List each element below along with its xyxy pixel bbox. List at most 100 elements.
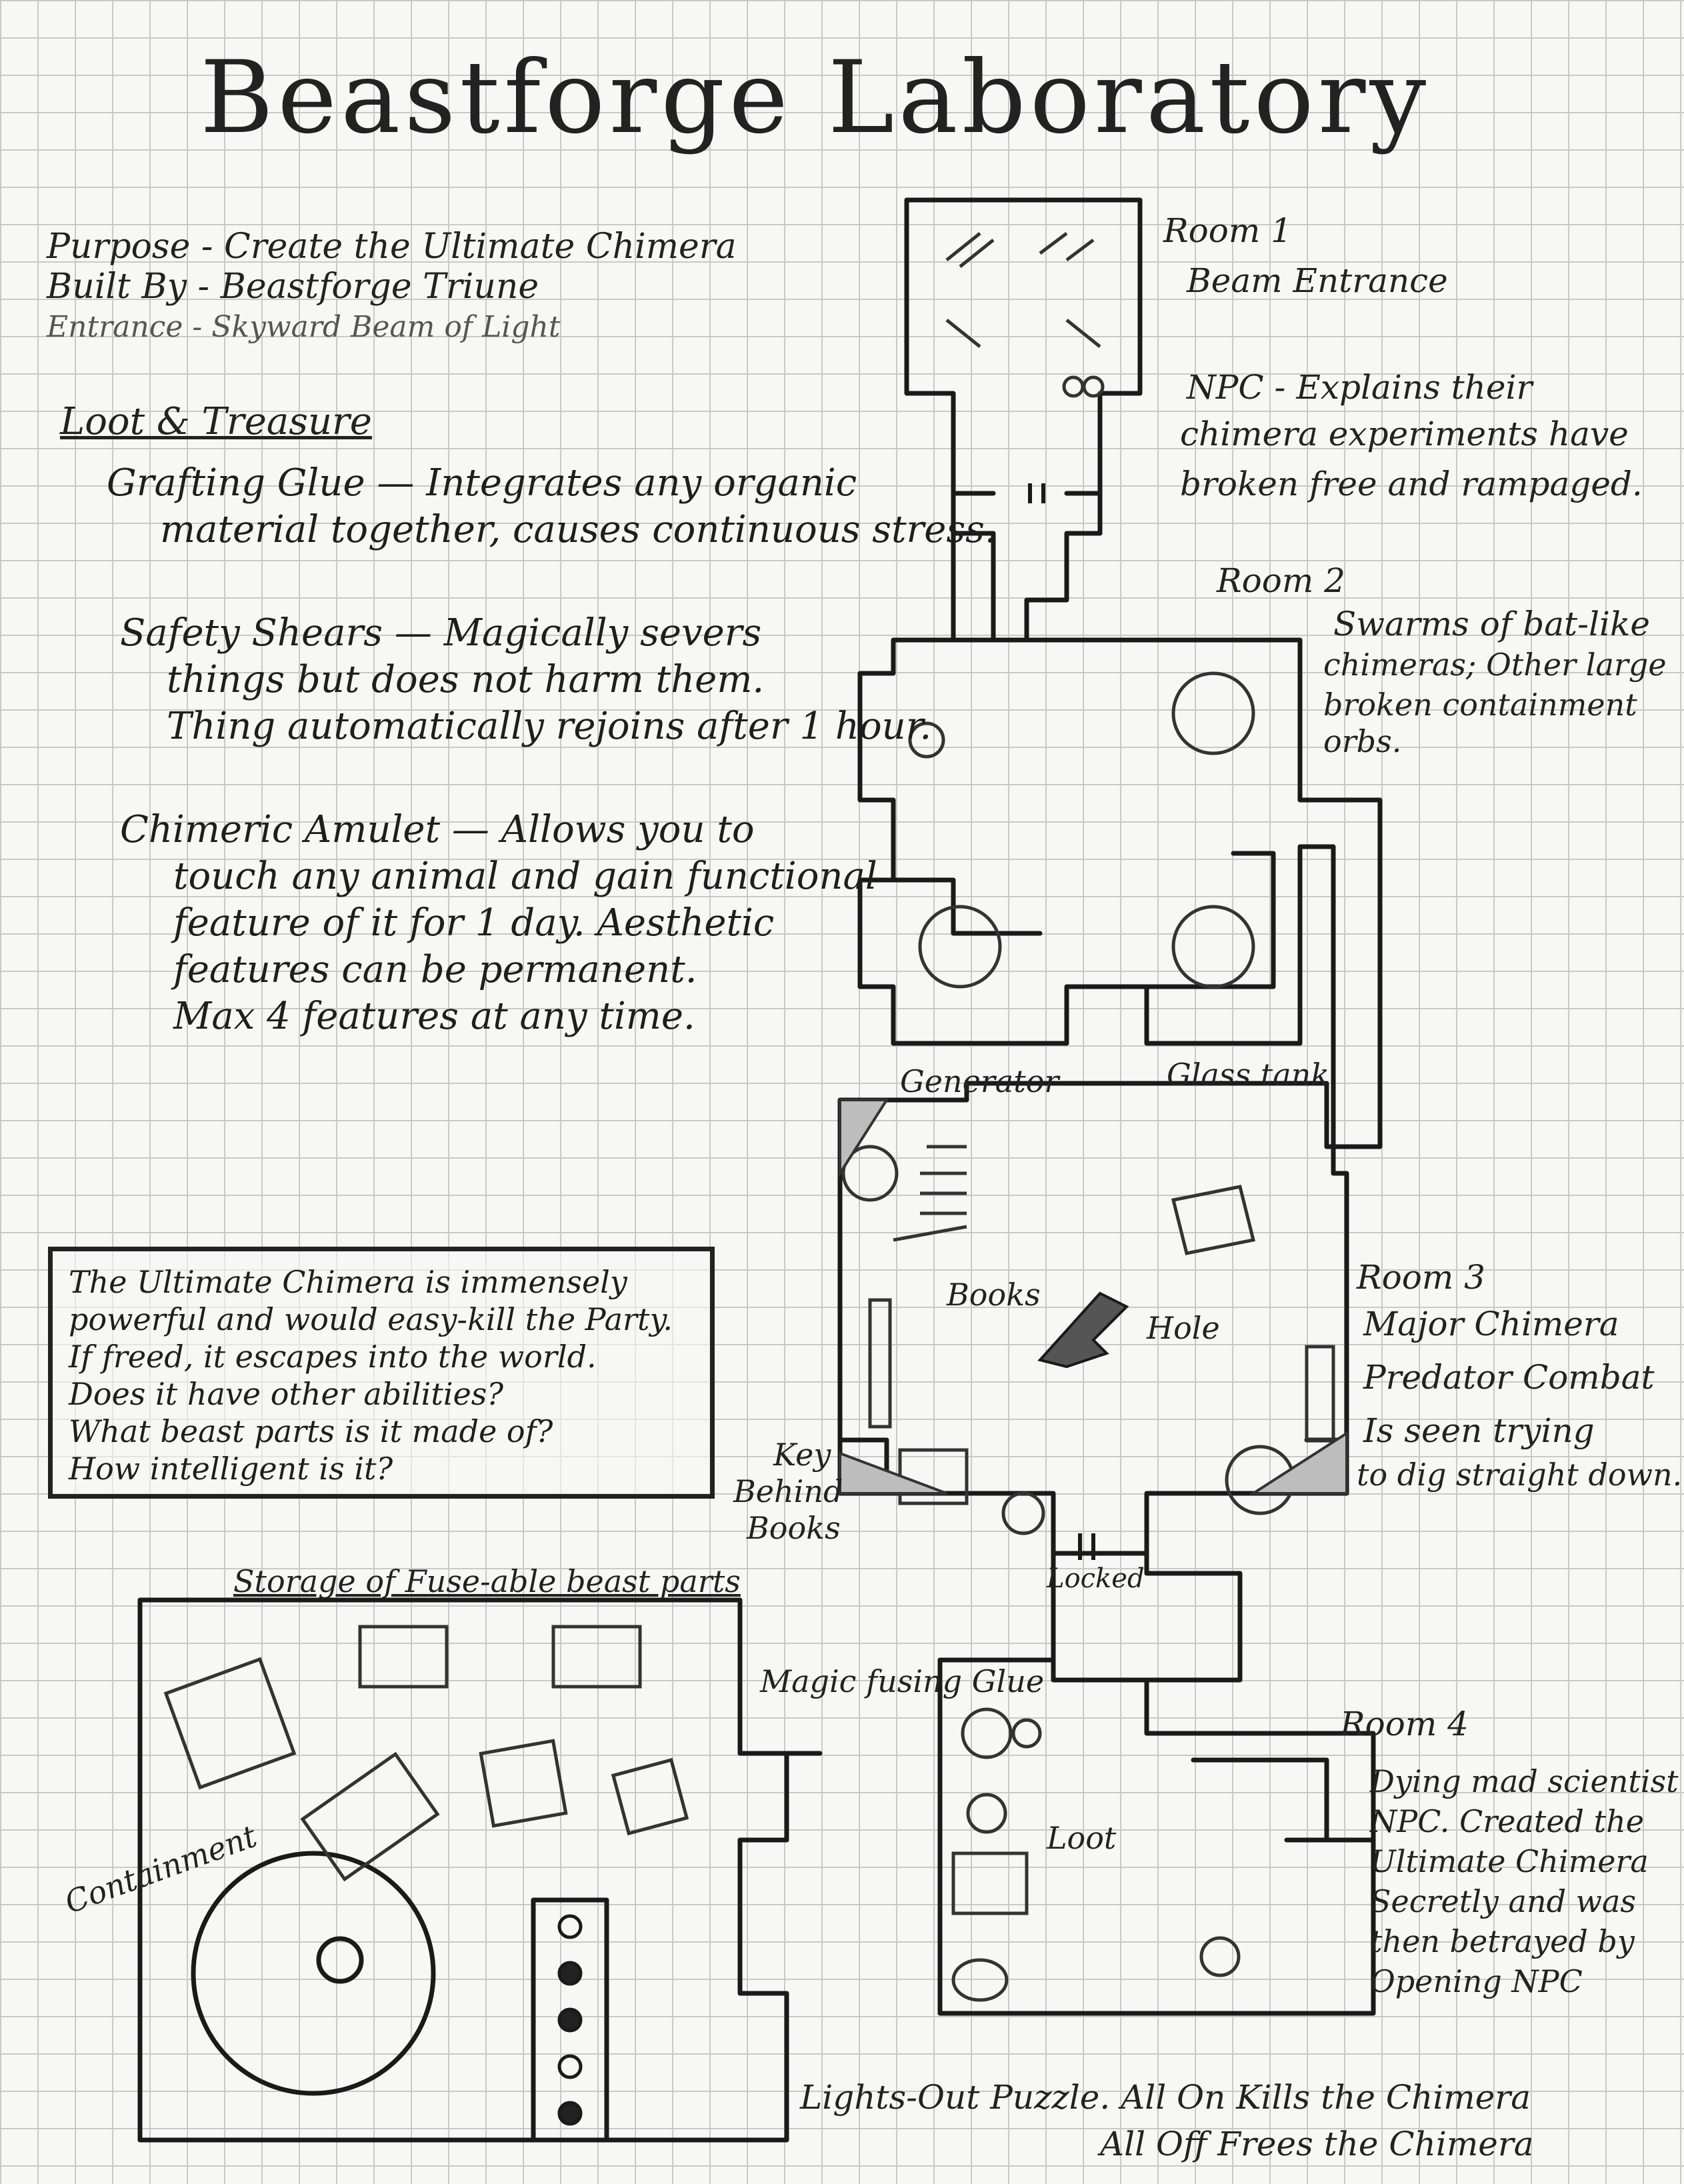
loot-item-grafting-glue: Grafting Glue — Integrates any organic m… [107,460,997,553]
label-key: Books [747,1510,841,1546]
loot-chest [951,1851,1029,1915]
room4-barrel-2 [1011,1718,1042,1749]
loot-line: Grafting Glue — Integrates any organic [107,461,857,505]
meta-purpose: Purpose - Create the Ultimate Chimera [47,227,737,267]
meta-entrance: Entrance - Skyward Beam of Light [47,310,561,344]
generator-coil [893,1145,967,1242]
storage-room-walls [137,1597,789,2143]
room3-line: Is seen trying [1363,1411,1595,1450]
room4-barrel-1 [961,1707,1013,1759]
label-generator: Generator [900,1063,1059,1099]
lights-out-lamp[interactable] [557,1914,583,1939]
label-lights-out-1: Lights-Out Puzzle. All On Kills the Chim… [800,2078,1531,2117]
bookshelf [868,1298,892,1429]
room1-line: Beam Entrance [1187,261,1448,300]
lights-out-lamp[interactable] [557,2101,583,2126]
label-key: Key [773,1437,831,1473]
room4-line: Secretly and was [1370,1883,1637,1919]
label-magic-glue: Magic fusing Glue [760,1663,1045,1699]
room1-walls [904,197,1143,643]
loot-line: things but does not harm them. [167,658,765,701]
room2-orb-3 [1171,905,1255,989]
label-glass-tank: Glass tank [1167,1057,1330,1093]
question-line: powerful and would easy-kill the Party. [69,1301,673,1337]
room4-walls [937,1657,1376,2016]
gm-questions-box: The Ultimate Chimera is immensely powerf… [48,1247,715,1499]
label-locked: Locked [1047,1563,1145,1594]
room3-boulder-1 [1001,1491,1045,1535]
crate-4 [300,1751,440,1882]
room3-round-table [841,1145,899,1202]
label-key: Behind [733,1473,843,1509]
room2-line: chimeras; Other large [1323,647,1667,683]
loot-line: features can be permanent. [173,948,697,991]
lights-out-lamp[interactable] [557,2007,583,2033]
storage-corridor [737,1751,823,1843]
room2-line: broken containment [1323,687,1637,723]
label-storage: Storage of Fuse-able beast parts [233,1563,741,1599]
loot-line: feature of it for 1 day. Aesthetic [173,901,775,945]
room4-barrel-3 [966,1793,1007,1834]
room1-line: NPC - Explains their [1187,368,1533,407]
loot-item-chimeric-amulet: Chimeric Amulet — Allows you to touch an… [120,807,877,1040]
room4-line: NPC. Created the [1370,1803,1644,1839]
room4-line: Ultimate Chimera [1370,1843,1649,1879]
hole-icon [1037,1291,1129,1369]
glass-tank-shape [1171,1185,1256,1255]
question-line: How intelligent is it? [69,1451,393,1487]
room1-title: Room 1 [1163,211,1292,250]
room3-line: Predator Combat [1363,1358,1655,1397]
loot-line: Chimeric Amulet — Allows you to [120,808,755,851]
lights-out-lamps [557,1914,583,2126]
room2-line: orbs. [1323,723,1402,759]
room1-line: broken free and rampaged. [1180,465,1643,503]
containment-core [316,1936,364,1984]
room3-title: Room 3 [1357,1258,1485,1297]
room4-scientist [1199,1936,1241,1977]
label-lights-out-2: All Off Frees the Chimera [1100,2125,1534,2163]
crate-5 [479,1739,568,1828]
room2-line: Swarms of bat-like [1333,605,1650,643]
room1-line: chimera experiments have [1180,415,1629,453]
loot-line: Max 4 features at any time. [173,995,695,1038]
crate-3 [163,1657,297,1790]
room4-line: then betrayed by [1370,1923,1635,1959]
door-1-2 [1028,483,1045,503]
room2-orb-small [908,721,945,759]
containment-ring [191,1851,436,2096]
room2-title: Room 2 [1217,561,1345,600]
loot-line: Thing automatically rejoins after 1 hour… [167,705,932,748]
room4-title: Room 4 [1340,1705,1469,1743]
beam-marks [945,232,1101,348]
room4-line: Opening NPC [1370,1963,1583,1999]
room1-npc [1062,375,1085,398]
loot-line: Safety Shears — Magically severs [120,611,762,655]
page-title: Beastforge Laboratory [200,40,1431,156]
room3-wall-device [1305,1345,1335,1442]
loot-line: touch any animal and gain functional [173,855,877,898]
hatch-room3-se [1249,1431,1348,1495]
loot-item-safety-shears: Safety Shears — Magically severs things … [120,610,931,750]
room3-line: Major Chimera [1363,1305,1619,1343]
lights-out-panel [531,1897,609,2143]
room4-shelves [1191,1757,1376,1843]
corridor-1-2 [951,491,1103,643]
label-loot: Loot [1047,1820,1117,1856]
crate-2 [551,1625,642,1689]
room2-walls [857,637,1383,1149]
lights-out-lamp[interactable] [557,2054,583,2079]
question-line: What beast parts is it made of? [69,1413,553,1449]
room3-line: to dig straight down. [1357,1457,1683,1493]
meta-built-by: Built By - Beastforge Triune [47,267,539,307]
hatch-room3-nw [839,1099,889,1178]
room4-line: Dying mad scientist [1370,1763,1679,1799]
door-locked [1078,1533,1095,1560]
room2-alcove-right [1144,851,1276,989]
question-line: If freed, it escapes into the world. [69,1339,597,1375]
room2-orb-2 [918,905,1002,989]
room4-ladder-hole [951,1958,1009,2002]
crate-1 [358,1625,449,1689]
room3-walls [837,1081,1349,1556]
lights-out-lamp[interactable] [557,1961,583,1986]
